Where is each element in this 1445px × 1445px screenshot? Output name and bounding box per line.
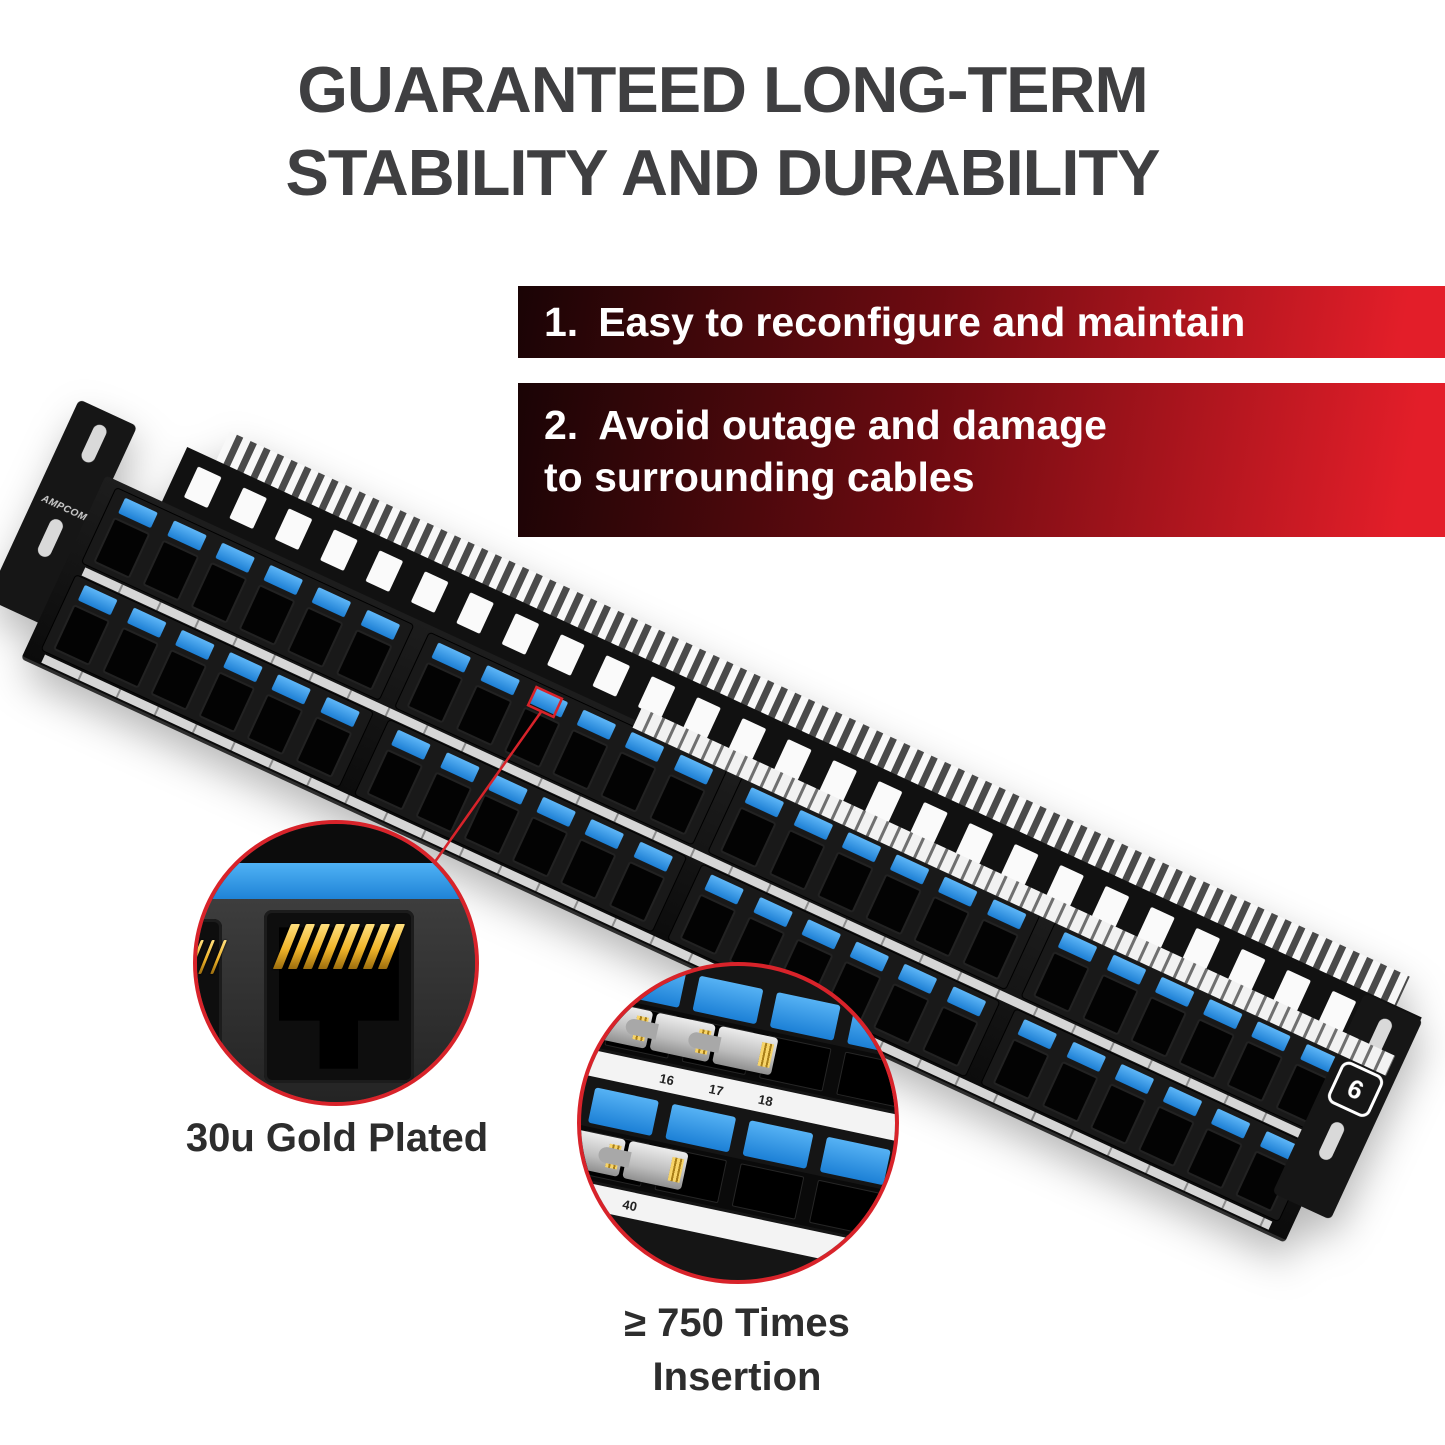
insertion-label-line-1: ≥ 750 Times [624, 1301, 850, 1345]
port-jack-opening [198, 671, 256, 734]
port-blue-tab [897, 1153, 899, 1202]
panel-edge-closeup [197, 824, 475, 866]
port-jack-opening [768, 828, 826, 891]
cable-slot [365, 550, 404, 593]
port-jack-opening [551, 728, 610, 791]
mounting-hole [79, 422, 109, 465]
port-jack-opening [149, 648, 208, 711]
port-jack-opening [454, 683, 513, 747]
port-jack-opening [335, 628, 393, 691]
port-jack-opening [719, 806, 778, 869]
port-jack-opening [1041, 1060, 1099, 1123]
port-jack-opening [731, 1163, 805, 1220]
port-jack-opening [1186, 1127, 1244, 1190]
rj45-jack-closeup [263, 910, 414, 1083]
port-jack-opening [101, 626, 159, 689]
gold-plated-callout-circle [193, 820, 479, 1106]
port-jack-opening [1137, 1105, 1196, 1168]
port-jack-opening [246, 693, 304, 756]
banner-2-text-line-2: to surrounding cables [544, 454, 975, 501]
port-jack-opening [406, 661, 464, 724]
gold-pins [272, 923, 405, 969]
insertion-callout-circle: 16 17 18 40 [577, 962, 899, 1284]
port-jack-opening [286, 606, 345, 669]
banner-2-number: 2. [544, 402, 579, 448]
port-jack-opening [559, 838, 618, 901]
cable-slot [546, 634, 585, 676]
port-jack-opening [295, 715, 353, 778]
banner-1-number: 1. [544, 298, 579, 345]
mounting-hole [35, 516, 66, 560]
mounting-hole [1316, 1119, 1347, 1163]
port-jack-opening [1032, 951, 1091, 1014]
port-jack-opening [503, 706, 561, 769]
blue-tab-closeup [197, 862, 475, 900]
port-jack-opening [1089, 1082, 1147, 1146]
adjacent-jack-closeup [197, 918, 227, 1075]
port-blue-tab [581, 966, 609, 992]
cable-slot [183, 466, 222, 509]
port-jack-opening [808, 1179, 882, 1237]
cable-slot [410, 571, 449, 613]
port-jack-opening [648, 773, 706, 836]
plug-gold-tip [757, 1042, 775, 1069]
port-jack-opening [1129, 995, 1188, 1058]
banner-2-text-line-1: Avoid outage and damage [598, 402, 1107, 448]
feature-banner-2: 2. Avoid outage and damage to surroundin… [518, 383, 1445, 537]
port-jack-opening [511, 815, 569, 878]
cable-slot [274, 508, 313, 551]
port-jack-opening [608, 860, 666, 923]
insertion-label-line-2: Insertion [652, 1355, 822, 1399]
port-jack-opening [600, 751, 658, 814]
port-jack-opening [886, 1196, 895, 1253]
insertion-closeup-scene: 16 17 18 40 [581, 966, 899, 1280]
title-line-2: STABILITY AND DURABILITY [285, 136, 1161, 210]
cable-slot [456, 592, 495, 634]
gold-pins [197, 940, 227, 975]
port-jack-opening [1226, 1040, 1284, 1103]
port-jack-opening [141, 539, 200, 602]
insertion-label: ≥ 750 Times Insertion [537, 1296, 937, 1404]
port-number: 18 [757, 1091, 775, 1109]
cable-slot [229, 487, 268, 530]
port-jack-opening [53, 604, 111, 667]
gold-plated-label: 30u Gold Plated [185, 1116, 489, 1160]
plug-gold-tip [667, 1156, 685, 1183]
port-number: 40 [621, 1196, 639, 1214]
port-number: 17 [707, 1080, 725, 1099]
port-number: 16 [658, 1070, 676, 1088]
title-line-1: GUARANTEED LONG-TERM [297, 53, 1148, 126]
port-jack-opening [961, 918, 1019, 981]
cable-slot [501, 613, 540, 655]
port-jack-opening [679, 893, 737, 956]
port-jack-opening [913, 895, 971, 958]
port-jack-opening [366, 748, 424, 811]
feature-banner-1: 1. Easy to reconfigure and maintain [518, 286, 1445, 358]
jack-closeup-background [197, 824, 475, 1102]
port-jack-opening [190, 561, 248, 624]
cable-slot [592, 655, 631, 697]
port-jack-opening [816, 851, 874, 914]
port-jack-opening [1178, 1018, 1236, 1081]
port-jack-opening [992, 1038, 1051, 1101]
cable-slot [319, 529, 358, 572]
page-title: GUARANTEED LONG-TERM STABILITY AND DURAB… [0, 48, 1445, 214]
port-jack-opening [238, 583, 296, 647]
port-jack-opening [1081, 973, 1139, 1036]
port-jack-opening [836, 1051, 895, 1109]
port-jack-opening [864, 873, 923, 936]
port-blue-tab [581, 1070, 582, 1120]
banner-1-text: Easy to reconfigure and maintain [598, 298, 1246, 345]
port-jack-opening [93, 516, 151, 580]
port-jack-opening [921, 1005, 979, 1068]
